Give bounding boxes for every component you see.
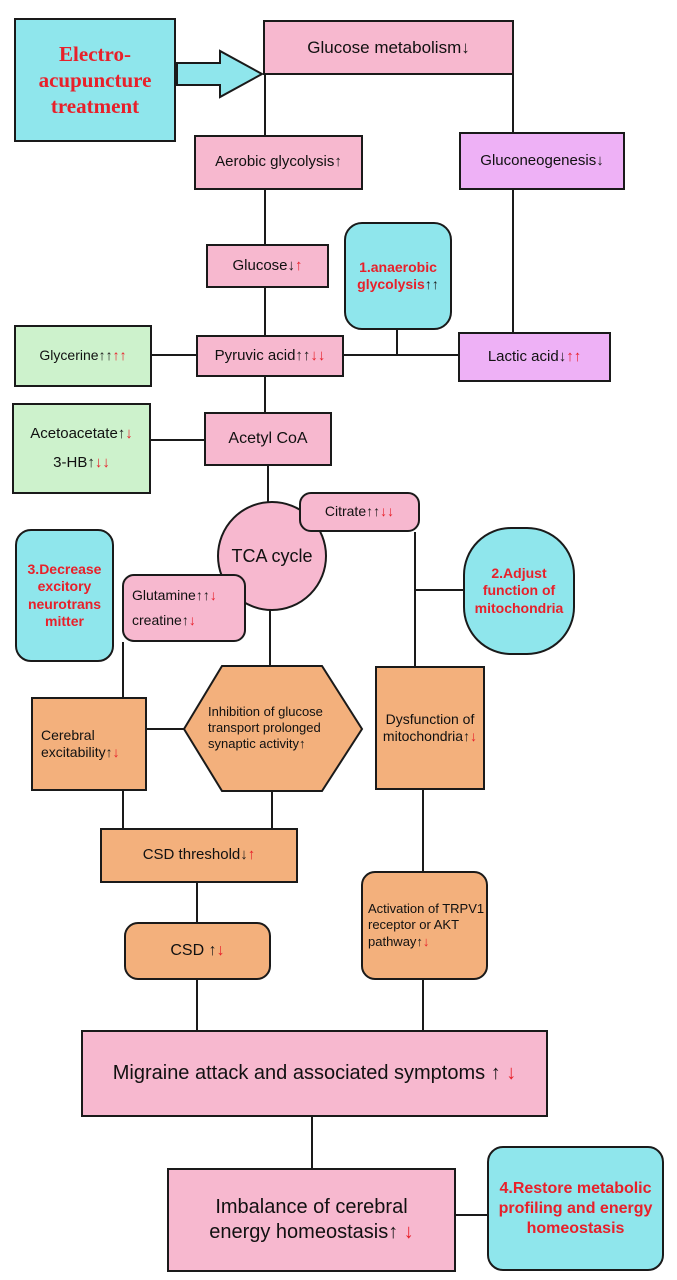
glucose-box: Glucose↓↑: [206, 244, 329, 288]
acetyl-coa-label: Acetyl CoA: [228, 430, 308, 447]
migraine-attack-box: Migraine attack and associated symptoms …: [81, 1030, 548, 1117]
glutamine-label: Glutamine: [132, 586, 196, 603]
down-arrow-icon: ↓: [188, 612, 196, 628]
trpv1-activation-box: Activation of TRPV1 receptor or AKT path…: [361, 871, 488, 980]
pyruvic-acid-box: Pyruvic acid↑↑↓↓: [196, 335, 344, 377]
cerebral-excitability-box: Cerebral excitability↑↓: [31, 697, 147, 791]
inhibition-label: Inhibition of glucose transport prolonge…: [208, 703, 323, 752]
glycerine-label: Glycerine: [39, 347, 99, 364]
glycerine-box: Glycerine↑↑↑↑: [14, 325, 152, 387]
up-arrow-icon: ↑: [87, 453, 95, 471]
up-arrow-icon: ↑↑: [98, 347, 113, 364]
electro-acupuncture-label: Electro-acupuncture treatment: [38, 41, 152, 119]
3hb-label: 3-HB: [53, 453, 88, 471]
down-arrow-icon: ↓: [209, 586, 217, 603]
migraine-attack-label: Migraine attack and associated symptoms: [112, 1062, 491, 1084]
glutamine-box: Glutamine↑↑↓ creatine↑↓: [122, 574, 246, 642]
restore-homeostasis-box: 4.Restore metabolic profiling and energy…: [487, 1146, 664, 1271]
down-arrow-icon: ↓: [125, 424, 133, 442]
electro-acupuncture-box: Electro-acupuncture treatment: [14, 18, 176, 142]
inhibition-node: Inhibition of glucose transport prolonge…: [208, 672, 348, 784]
down-arrow-icon: ↓: [596, 151, 604, 169]
glucose-label: Glucose: [232, 256, 288, 274]
adjust-mitochondria-label: 2.Adjust function of mitochondria: [474, 564, 564, 616]
gluconeogenesis-box: Gluconeogenesis↓: [459, 132, 625, 190]
up-arrow-icon: ↑: [208, 942, 217, 959]
down-arrow-icon: ↓↓: [310, 346, 326, 364]
csd-label: CSD: [170, 942, 209, 959]
aerobic-glycolysis-box: Aerobic glycolysis↑: [194, 135, 363, 190]
up-arrow-icon: ↑: [105, 744, 113, 760]
down-arrow-icon: ↓↓: [380, 503, 395, 520]
up-arrow-icon: ↑: [299, 736, 306, 752]
up-arrow-icon: ↑: [295, 256, 303, 274]
glucose-metabolism-box: Glucose metabolism↓: [263, 20, 514, 75]
up-arrow-icon: ↑↑: [295, 346, 311, 364]
down-arrow-icon: ↓: [470, 728, 478, 744]
citrate-box: Citrate↑↑↓↓: [299, 492, 420, 532]
pyruvic-acid-label: Pyruvic acid: [214, 346, 296, 364]
restore-homeostasis-label: 4.Restore metabolic profiling and energy…: [498, 1179, 653, 1237]
down-arrow-icon: ↓: [558, 347, 567, 365]
up-arrow-icon: ↑: [334, 153, 342, 171]
lactic-acid-box: Lactic acid↓↑↑: [458, 332, 611, 382]
trpv1-activation-label: Activation of TRPV1 receptor or AKT path…: [368, 901, 485, 949]
acetoacetate-box: Acetoacetate↑↓ 3-HB↑↓↓: [12, 403, 151, 494]
adjust-mitochondria-box: 2.Adjust function of mitochondria: [463, 527, 575, 655]
tca-cycle-label: TCA cycle: [231, 545, 313, 566]
cerebral-excitability-label: Cerebral excitability: [41, 726, 106, 761]
csd-box: CSD ↑↓: [124, 922, 271, 980]
aerobic-glycolysis-label: Aerobic glycolysis: [215, 153, 335, 171]
decrease-neurotransmitter-label: 3.Decrease excitory neurotrans mitter: [27, 560, 102, 630]
down-arrow-icon: ↓: [422, 933, 430, 949]
decrease-neurotransmitter-box: 3.Decrease excitory neurotrans mitter: [15, 529, 114, 662]
up-arrow-icon: ↑: [416, 933, 423, 949]
anaerobic-glycolysis-label: 1.anaerobic glycolysis: [357, 258, 437, 293]
inhibition-hexagon-shape: [182, 665, 364, 792]
up-arrow-icon: ↑↑: [366, 503, 381, 520]
up-arrow-icon: ↑: [117, 424, 126, 442]
tca-cycle-node: TCA cycle: [218, 530, 326, 582]
dysfunction-mitochondria-box: Dysfunction of mitochondria↑↓: [375, 666, 485, 790]
down-arrow-icon: ↓: [398, 1221, 414, 1243]
down-arrow-icon: ↓: [112, 744, 120, 760]
up-arrow-icon: ↑↑: [424, 276, 439, 292]
acetyl-coa-box: Acetyl CoA: [204, 412, 332, 466]
up-arrow-icon: ↑: [247, 846, 256, 864]
creatine-label: creatine: [132, 612, 182, 628]
energy-imbalance-box: Imbalance of cerebral energy homeostasis…: [167, 1168, 456, 1272]
gluconeogenesis-label: Gluconeogenesis: [480, 151, 597, 169]
csd-threshold-box: CSD threshold↓↑: [100, 828, 298, 883]
down-arrow-icon: ↓: [287, 256, 296, 274]
citrate-label: Citrate: [324, 503, 367, 520]
up-arrow-icon: ↑↑: [566, 347, 582, 365]
anaerobic-glycolysis-box: 1.anaerobic glycolysis↑↑: [344, 222, 452, 330]
up-arrow-icon: ↑: [181, 612, 189, 628]
down-arrow-icon: ↓: [500, 1062, 517, 1084]
block-arrow: [176, 49, 265, 99]
acetoacetate-label: Acetoacetate: [30, 424, 118, 442]
down-arrow-icon: ↓: [216, 942, 225, 959]
up-arrow-icon: ↑↑: [195, 586, 210, 603]
up-arrow-icon: ↑↑: [112, 347, 127, 364]
glucose-metabolism-label: Glucose metabolism: [307, 37, 462, 57]
dysfunction-mitochondria-label: Dysfunction of mitochondria: [382, 710, 475, 745]
down-arrow-icon: ↓: [240, 846, 248, 864]
up-arrow-icon: ↑: [490, 1062, 501, 1084]
up-arrow-icon: ↑: [463, 728, 471, 744]
lactic-acid-label: Lactic acid: [487, 347, 559, 365]
up-arrow-icon: ↑: [388, 1221, 399, 1243]
csd-threshold-label: CSD threshold: [142, 846, 241, 864]
down-arrow-icon: ↓: [461, 37, 470, 57]
energy-imbalance-label: Imbalance of cerebral energy homeostasis: [209, 1196, 408, 1243]
down-arrow-icon: ↓↓: [94, 453, 110, 471]
